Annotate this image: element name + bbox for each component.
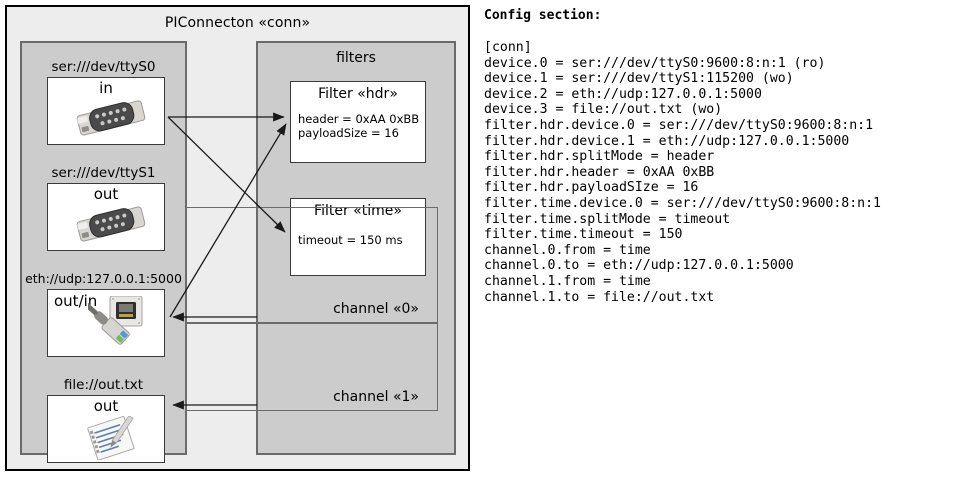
filter-properties: timeout = 150 ms	[298, 233, 403, 247]
wire-eth-to-hdr	[169, 123, 287, 318]
filter-properties: header = 0xAA 0xBB payloadSize = 16	[298, 112, 419, 140]
channel-1-route: channel «1»	[185, 323, 438, 411]
device-block-file[interactable]: file://out.txt out	[22, 377, 185, 469]
config-heading: Config section:	[484, 8, 602, 23]
channel-label: channel «0»	[333, 301, 419, 317]
diagram-title: PIConnecton «conn»	[164, 15, 311, 31]
filter-prop: payloadSize = 16	[298, 126, 399, 140]
device-direction: out/in	[54, 292, 98, 310]
device-box[interactable]: out	[47, 395, 165, 463]
device-block-ttys1[interactable]: ser:///dev/ttyS1 out	[22, 165, 185, 257]
serial-port-icon	[74, 96, 148, 140]
channel-0-route: channel «0»	[185, 207, 438, 323]
device-direction: out	[93, 185, 119, 203]
text-file-icon	[86, 414, 144, 461]
device-box[interactable]: out/in	[47, 289, 165, 357]
config-text: [conn] device.0 = ser:///dev/ttyS0:9600:…	[484, 40, 881, 305]
device-box[interactable]: out	[47, 183, 165, 251]
filter-prop: header = 0xAA 0xBB	[298, 112, 420, 126]
device-label: file://out.txt	[63, 377, 144, 393]
device-block-eth[interactable]: eth://udp:127.0.0.1:5000 out/in	[22, 271, 185, 363]
config-section: Config section: [conn] device.0 = ser://…	[484, 0, 962, 484]
device-block-ttys0[interactable]: ser:///dev/ttyS0 in	[22, 59, 185, 151]
filter-prop: timeout = 150 ms	[298, 233, 403, 247]
wire-ttys0-to-time	[167, 116, 286, 233]
ethernet-jack-icon	[84, 295, 156, 352]
device-label: eth://udp:127.0.0.1:5000	[25, 271, 182, 286]
device-direction: in	[99, 79, 113, 97]
filter-hdr-box[interactable]: Filter «hdr» header = 0xAA 0xBB payloadS…	[290, 81, 426, 163]
serial-port-icon	[74, 202, 148, 246]
filters-panel-title: filters	[336, 50, 376, 66]
devices-panel: ser:///dev/ttyS0 in	[20, 41, 187, 463]
device-direction: out	[93, 397, 119, 415]
filters-panel: filters Filter «hdr» header = 0xAA 0xBB …	[256, 41, 456, 455]
device-label: ser:///dev/ttyS0	[51, 59, 156, 75]
device-label: ser:///dev/ttyS1	[51, 165, 156, 181]
channel-label: channel «1»	[333, 389, 419, 405]
connection-wires	[167, 112, 287, 410]
device-box[interactable]: in	[47, 77, 165, 145]
connector-diagram: PIConnecton «conn» ser:///dev/ttyS0 in	[5, 5, 470, 471]
filter-title: Filter «hdr»	[318, 86, 398, 102]
